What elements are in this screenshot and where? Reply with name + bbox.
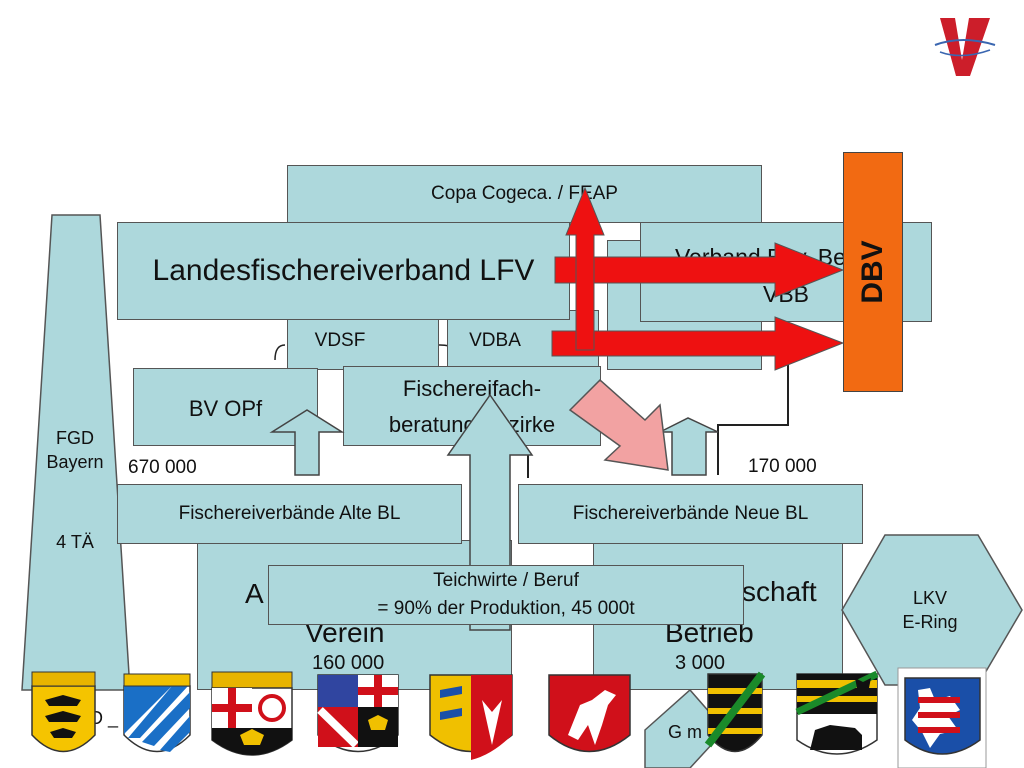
- betrieb-right-fragment: schaft: [742, 576, 817, 607]
- bottom-right-fragment: G m: [668, 722, 702, 742]
- teichwirte-line1: Teichwirte / Beruf: [433, 570, 579, 591]
- verein-number: 160 000: [312, 652, 385, 674]
- lfv-label: Landesfischereiverband LFV: [152, 254, 535, 287]
- number-670000: 670 000: [128, 457, 197, 478]
- red-arrow-up: [565, 186, 605, 351]
- vdba-label: VDBA: [469, 330, 521, 351]
- v-logo: [934, 18, 996, 76]
- number-170000: 170 000: [748, 456, 817, 477]
- bracket-vdsf: [274, 344, 286, 361]
- betrieb-number: 3 000: [675, 652, 726, 674]
- bottom-left-fragment: D _: [90, 708, 119, 728]
- coat-of-arms-sachsen-anhalt-icon: [795, 670, 879, 755]
- vdsf-label: VDSF: [314, 330, 366, 351]
- teichwirte-line2: = 90% der Produktion, 45 000t: [377, 598, 635, 619]
- verein-left-fragment: A: [245, 578, 264, 609]
- hollow-up-arrow-right: [659, 417, 719, 476]
- coat-of-arms-saarland-icon: [317, 674, 399, 753]
- fischereifach-line1: Fischereifach-: [402, 376, 542, 401]
- verbaende-alt-box: [117, 484, 462, 544]
- bottom-diamond-shape: [644, 688, 727, 768]
- bvopf-box: [133, 368, 318, 446]
- fgd-line1: FGD: [56, 428, 94, 448]
- coat-of-arms-bayern-icon: [123, 673, 191, 753]
- coat-of-arms-sachsen-icon: [704, 671, 766, 753]
- copa-label: Copa Cogeca. / FEAP: [431, 183, 618, 204]
- lkv-line1: LKV: [912, 588, 948, 608]
- red-arrow-right-bottom: [551, 316, 845, 371]
- copa-box: [287, 165, 762, 223]
- coat-of-arms-rheinland-pfalz-icon: [211, 671, 293, 756]
- coat-of-arms-niedersachsen-icon: [548, 674, 631, 753]
- dbv-box: [843, 152, 903, 392]
- teichwirte-box: [268, 565, 744, 625]
- verbaende-neu-label: Fischereiverbände Neue BL: [572, 503, 809, 524]
- fgd-line3: 4 TÄ: [56, 532, 94, 552]
- verbaende-alt-label: Fischereiverbände Alte BL: [178, 503, 401, 524]
- coat-of-arms-schleswig-holstein-icon: [429, 674, 513, 760]
- lfv-box: [117, 222, 570, 320]
- fgd-line2: Bayern: [46, 452, 104, 472]
- coat-of-arms-baden-wuerttemberg-icon: [31, 671, 96, 753]
- lkv-line2: E-Ring: [902, 612, 958, 632]
- connector-right: [717, 330, 789, 475]
- coat-of-arms-thueringen-icon: [897, 667, 987, 768]
- bvopf-label: BV OPf: [188, 396, 263, 421]
- pink-diagonal-arrow: [568, 378, 669, 471]
- hollow-up-arrow-left: [269, 409, 345, 476]
- verbaende-neu-box: [518, 484, 863, 544]
